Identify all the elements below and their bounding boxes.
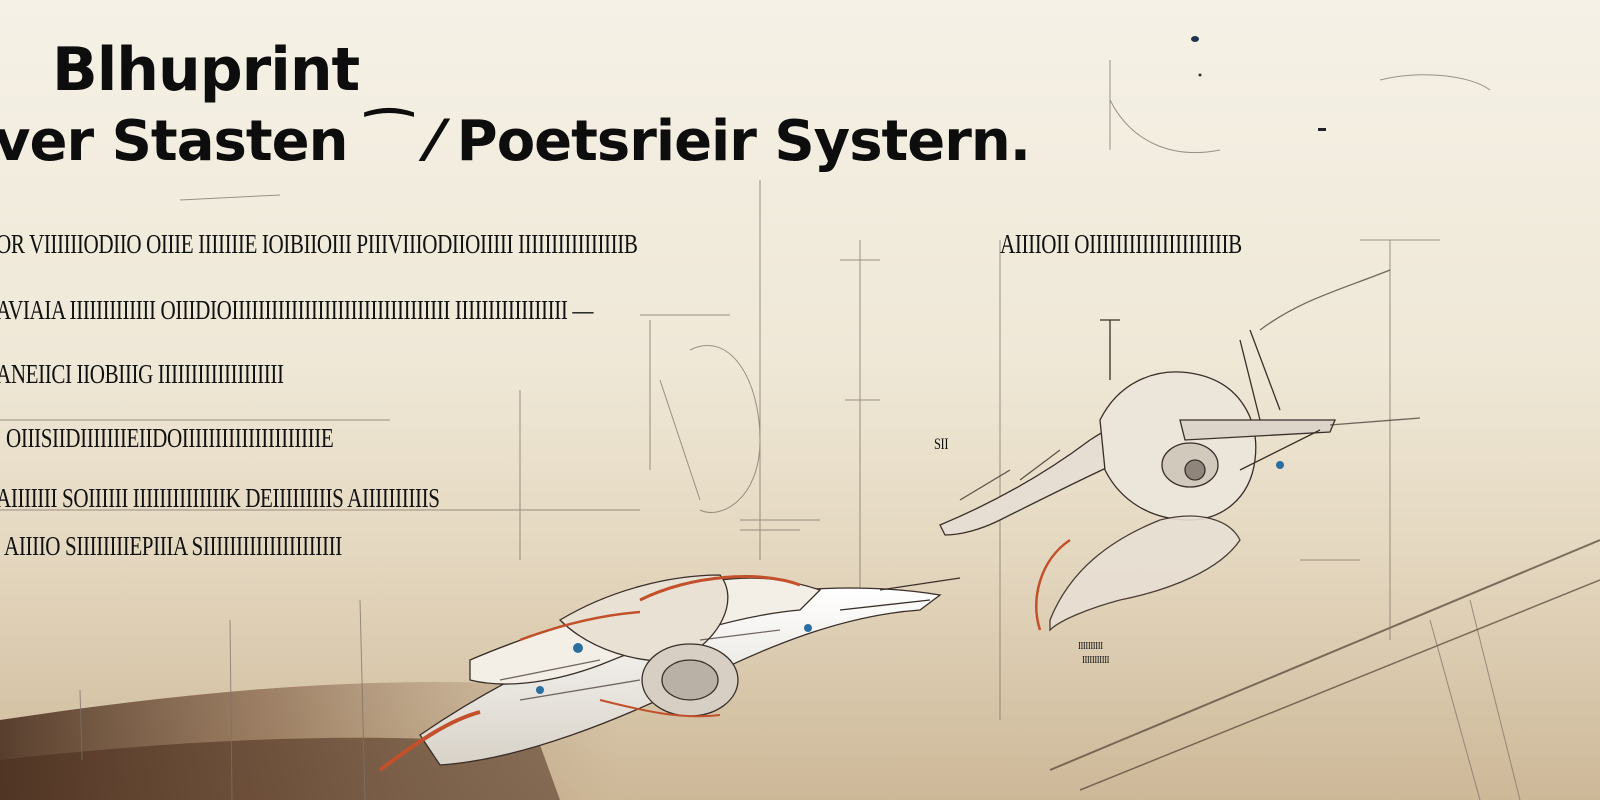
right-spec-label: AIIIIOII OIIIIIIIIIIIIIIIIIIIIIB [1000,229,1242,259]
ink-dots [1191,36,1326,131]
spec-line-5: AIIIIIII SOIIIIII IIIIIIIIIIIIIIK DEIIII… [0,483,440,513]
spec-line-3: ANEIICI IIOBIIIG IIIIIIIIIIIIIIIIIII [0,359,284,389]
title-line-1: Blhuprint [52,35,360,105]
construction-lines [0,60,1600,800]
lower-left-spacecraft-sketch [378,574,961,772]
small-annotation-2: IIIIIIIIIII [1082,654,1110,666]
spec-line-2: AVIAIA IIIIIIIIIIIII OIIIDIOIIIIIIIIIIII… [0,295,594,325]
title-line-2: ver Stasten ⁀ ⁄ Poetsrieir Systern. [0,109,1031,174]
small-annotation-1: IIIIIIIIII [1078,640,1103,652]
spec-line-1: OR VIIIIIIODIIO OIIIE IIIIIIIE IOIBIIOII… [0,229,638,259]
spec-line-6: AIIIIO SIIIIIIIIEPIIIA SIIIIIIIIIIIIIIII… [4,531,342,561]
margin-mark: SII [934,436,949,453]
spec-line-4: OIIISIIDIIIIIIIEIIDOIIIIIIIIIIIIIIIIIIII… [6,423,334,453]
right-spacecraft-sketch [939,269,1421,632]
